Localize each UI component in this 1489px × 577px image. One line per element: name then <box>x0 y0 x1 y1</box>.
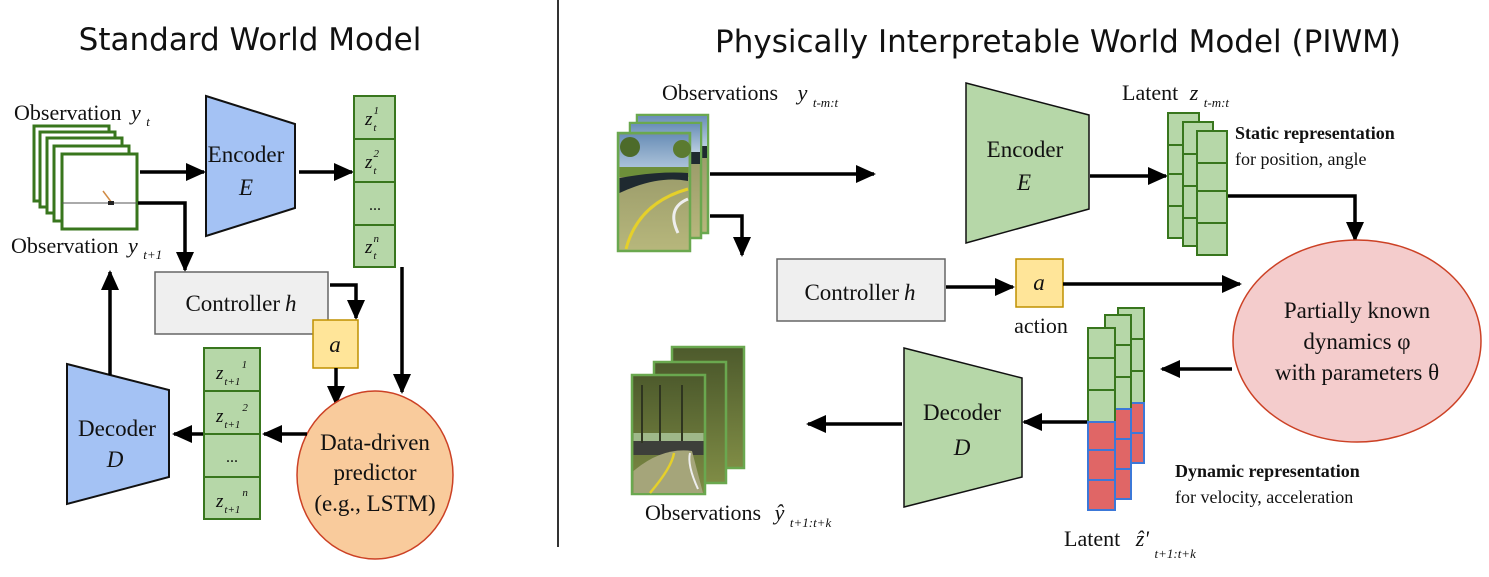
arrow-latent-to-dynamics <box>1228 194 1364 242</box>
latent-predicted-stack <box>1087 307 1145 511</box>
left-encoder: Encoder E <box>205 94 296 238</box>
cartpole-cart <box>108 201 114 205</box>
left-panel-title: Standard World Model <box>79 22 422 58</box>
arrow-controller-to-action <box>330 283 365 320</box>
left-action-symbol: a <box>329 332 341 357</box>
observation-frames-stack <box>32 124 139 231</box>
predictor-line-1: Data-driven <box>320 430 430 455</box>
right-encoder-label: Encoder <box>987 137 1064 162</box>
right-action-symbol: a <box>1033 270 1045 295</box>
static-representation-desc: for position, angle <box>1235 149 1366 169</box>
latent-zt1-ellipsis: ... <box>226 449 238 466</box>
latent-zt-2: zt2 <box>364 148 379 177</box>
predictor-line-2: predictor <box>333 460 416 485</box>
latent-zt-n: ztn <box>364 233 379 262</box>
left-panel: Standard World Model Observation y t Obs… <box>11 22 454 560</box>
data-driven-predictor: Data-driven predictor (e.g., LSTM) <box>296 390 454 560</box>
observation-output-front-image <box>630 373 707 496</box>
left-encoder-symbol: E <box>238 175 253 200</box>
right-encoder-symbol: E <box>1016 170 1031 195</box>
right-encoder: Encoder E <box>965 82 1090 244</box>
left-decoder: Decoder D <box>66 362 170 506</box>
observation-output-images <box>630 345 746 496</box>
dynamics-line-1: Partially known <box>1284 298 1431 323</box>
latent-zt1-cell <box>203 476 261 520</box>
right-action-box: a action <box>1014 258 1068 338</box>
right-decoder: Decoder D <box>903 347 1023 508</box>
observation-t-label: Observation y t <box>14 100 150 129</box>
observation-t1-label: Observation y t+1 <box>11 233 162 262</box>
latent-zt1-cell <box>203 433 261 478</box>
latent-zt-cell <box>353 95 396 140</box>
latent-zt-cell <box>353 138 396 183</box>
latent-zt-ellipsis: ... <box>369 197 381 214</box>
latent-zt-column: zt1 zt2 ... ztn <box>353 95 396 268</box>
dynamics-line-2: dynamics φ <box>1303 329 1410 354</box>
observations-out-label: Observations ŷ t+1:t+k <box>645 500 831 530</box>
right-action-caption: action <box>1014 313 1068 338</box>
dynamic-representation-title: Dynamic representation <box>1175 461 1360 481</box>
predictor-line-3: (e.g., LSTM) <box>314 491 435 516</box>
latent-zt-1: zt1 <box>364 105 379 134</box>
latent-zt1-column: zt+11 zt+12 ... zt+1n <box>203 347 261 520</box>
right-panel-title: Physically Interpretable World Model (PI… <box>715 24 1401 60</box>
left-encoder-label: Encoder <box>208 142 285 167</box>
right-panel: Physically Interpretable World Model (PI… <box>616 24 1482 561</box>
observations-in-label: Observations y t-m:t <box>662 80 839 110</box>
observation-input-front-image <box>616 131 692 253</box>
left-decoder-label: Decoder <box>78 416 156 441</box>
arrow-obs-to-controller <box>138 201 194 272</box>
latent-in-label: Latent z t-m:t <box>1122 80 1229 110</box>
latent-zt1-1: zt+11 <box>215 359 247 388</box>
latent-static-stack <box>1167 112 1228 256</box>
right-decoder-symbol: D <box>953 435 971 460</box>
observation-frame-current <box>60 152 139 231</box>
partially-known-dynamics: Partially known dynamics φ with paramete… <box>1232 239 1482 443</box>
right-decoder-label: Decoder <box>923 400 1001 425</box>
latent-zt1-2: zt+12 <box>215 402 248 431</box>
left-action-box: a <box>312 319 359 369</box>
dynamic-representation-desc: for velocity, acceleration <box>1175 487 1353 507</box>
latent-zt-cell <box>353 224 396 268</box>
arrow-obs-to-controller-piwm <box>710 214 751 257</box>
static-representation-title: Static representation <box>1235 123 1395 143</box>
latent-out-label: Latent ẑ' t+1:t+k <box>1064 526 1196 561</box>
latent-zt1-n: zt+1n <box>215 487 248 516</box>
observation-input-images <box>616 113 710 253</box>
left-decoder-symbol: D <box>106 447 124 472</box>
latent-zt-cell <box>353 181 396 226</box>
dynamics-line-3: with parameters θ <box>1275 360 1439 385</box>
